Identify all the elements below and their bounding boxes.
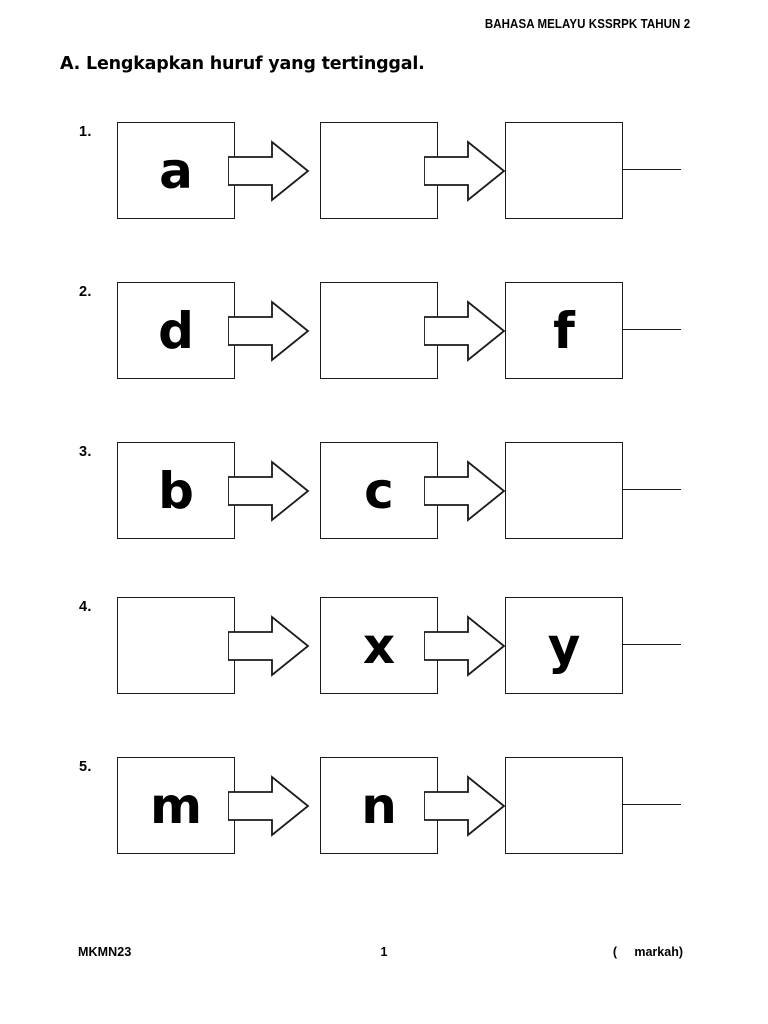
letter-value — [321, 123, 437, 218]
letter-box[interactable] — [505, 442, 623, 539]
letter-box[interactable]: y — [505, 597, 623, 694]
right-block-arrow-icon — [424, 458, 506, 524]
answer-line[interactable] — [623, 169, 681, 170]
letter-value — [506, 443, 622, 538]
right-block-arrow-icon — [228, 298, 310, 364]
question-row: 1. a — [0, 122, 768, 222]
footer-page-number: 1 — [380, 945, 388, 959]
page-footer: MKMN23 1 ( markah) — [0, 945, 768, 967]
section-instruction: A. Lengkapkan huruf yang tertinggal. — [60, 54, 425, 74]
right-block-arrow-icon — [424, 298, 506, 364]
answer-line[interactable] — [623, 644, 681, 645]
letter-value: c — [364, 461, 394, 520]
letter-value: b — [158, 461, 194, 520]
letter-value — [506, 758, 622, 853]
letter-value: y — [547, 616, 581, 675]
right-block-arrow-icon — [228, 458, 310, 524]
letter-box[interactable]: d — [117, 282, 235, 379]
letter-box[interactable]: n — [320, 757, 438, 854]
letter-value: a — [159, 141, 193, 200]
letter-value: d — [158, 301, 194, 360]
right-block-arrow-icon — [228, 613, 310, 679]
letter-box[interactable] — [320, 122, 438, 219]
right-block-arrow-icon — [424, 138, 506, 204]
question-number: 1. — [79, 124, 92, 140]
letter-value — [118, 598, 234, 693]
letter-box[interactable] — [117, 597, 235, 694]
right-block-arrow-icon — [228, 138, 310, 204]
answer-line[interactable] — [623, 804, 681, 805]
question-row: 4. x y — [0, 597, 768, 697]
letter-box[interactable]: f — [505, 282, 623, 379]
letter-box[interactable] — [505, 757, 623, 854]
letter-value: n — [361, 776, 397, 835]
right-block-arrow-icon — [228, 773, 310, 839]
answer-line[interactable] — [623, 489, 681, 490]
letter-value — [321, 283, 437, 378]
answer-line[interactable] — [623, 329, 681, 330]
letter-value: m — [149, 776, 203, 835]
question-number: 3. — [79, 444, 92, 460]
letter-value — [506, 123, 622, 218]
right-block-arrow-icon — [424, 613, 506, 679]
letter-box[interactable]: a — [117, 122, 235, 219]
right-block-arrow-icon — [424, 773, 506, 839]
letter-box[interactable]: b — [117, 442, 235, 539]
letter-value: f — [553, 301, 575, 360]
footer-marks-label: ( markah) — [612, 945, 683, 959]
letter-value: x — [362, 616, 396, 675]
page-header-title: BAHASA MELAYU KSSRPK TAHUN 2 — [484, 17, 690, 31]
letter-box[interactable] — [505, 122, 623, 219]
letter-box[interactable] — [320, 282, 438, 379]
question-number: 5. — [79, 759, 92, 775]
footer-document-code: MKMN23 — [78, 945, 132, 959]
question-number: 2. — [79, 284, 92, 300]
question-row: 2. d f — [0, 282, 768, 382]
question-row: 5. m n — [0, 757, 768, 857]
letter-box[interactable]: x — [320, 597, 438, 694]
letter-box[interactable]: m — [117, 757, 235, 854]
question-number: 4. — [79, 599, 92, 615]
question-row: 3. b c — [0, 442, 768, 542]
letter-box[interactable]: c — [320, 442, 438, 539]
